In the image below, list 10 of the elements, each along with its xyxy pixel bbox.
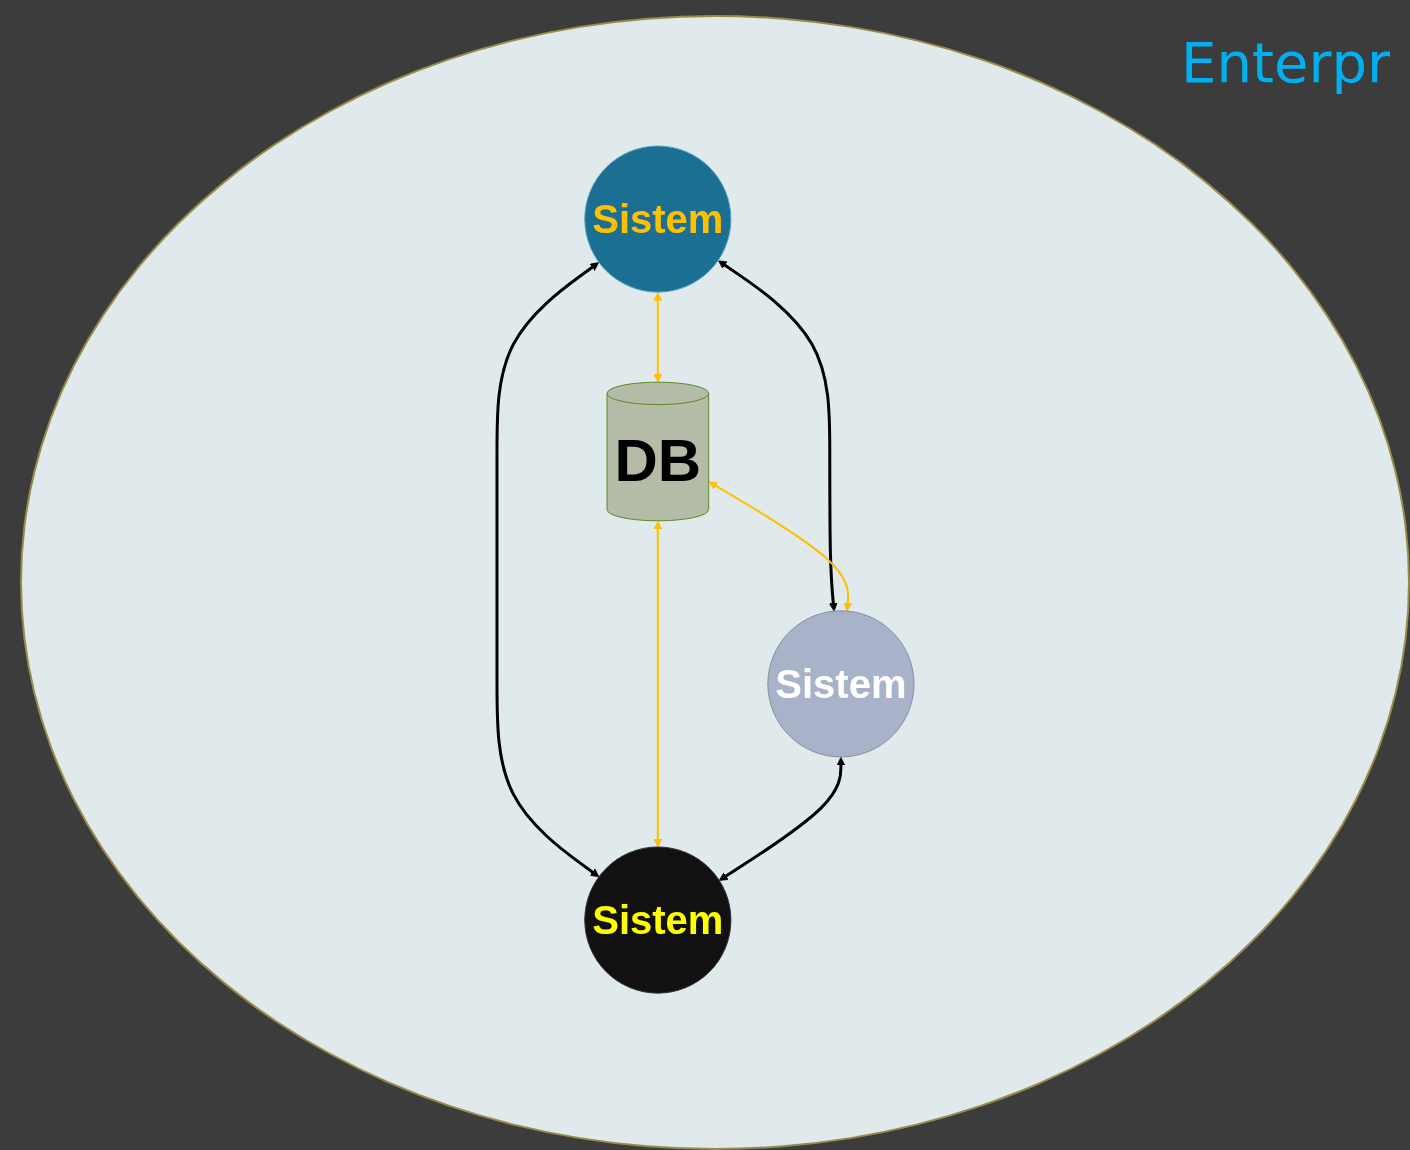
arrow <box>652 292 662 383</box>
arrow <box>717 260 838 612</box>
node-circle: Sistem <box>583 145 731 294</box>
arrow <box>652 521 662 848</box>
arrow <box>495 262 599 878</box>
arrow <box>708 481 852 612</box>
title: Enterpr <box>1181 30 1390 95</box>
arrow <box>718 757 845 882</box>
node-circle: Sistem <box>766 610 914 758</box>
node-circle: Sistem <box>583 846 731 995</box>
